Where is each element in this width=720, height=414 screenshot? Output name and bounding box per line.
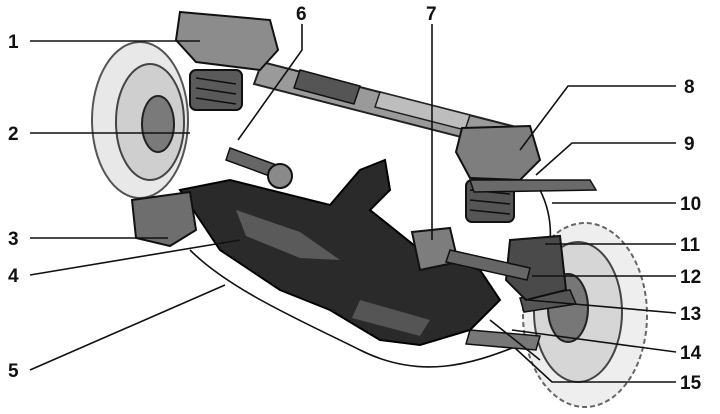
callout-8: 8 — [684, 77, 695, 98]
callout-4: 4 — [8, 266, 19, 287]
callout-6: 6 — [296, 4, 307, 25]
leader-8 — [519, 85, 676, 151]
right-drive-shaft — [445, 249, 531, 281]
callout-14: 14 — [680, 343, 702, 364]
callout-11: 11 — [680, 235, 701, 256]
callout-15: 15 — [680, 373, 702, 394]
left-wheel — [91, 41, 189, 199]
leader-5 — [29, 284, 226, 371]
left-lower-arm-mount — [130, 190, 198, 248]
leader-4 — [29, 239, 241, 276]
callout-labels: 1 2 3 4 5 6 7 8 9 10 11 12 13 14 15 — [8, 4, 702, 394]
left-strut-mount — [174, 10, 280, 111]
suspension-illustration — [91, 10, 648, 408]
leader-lines — [29, 24, 677, 383]
callout-1: 1 — [8, 32, 19, 53]
callout-3: 3 — [8, 229, 19, 250]
callout-13: 13 — [680, 304, 701, 325]
cv-joint — [267, 163, 293, 189]
tie-rod — [489, 319, 541, 361]
leader-6 — [237, 24, 303, 141]
stabilizer-bar — [189, 249, 521, 368]
callout-12: 12 — [680, 267, 701, 288]
callout-5: 5 — [8, 361, 19, 382]
callout-2: 2 — [8, 124, 19, 145]
leader-9 — [535, 142, 676, 176]
leader-15 — [514, 347, 676, 383]
leader-13 — [527, 299, 677, 314]
callout-7: 7 — [426, 4, 437, 25]
callout-9: 9 — [684, 134, 695, 155]
callout-10: 10 — [680, 194, 701, 215]
subframe — [178, 158, 502, 347]
leader-14 — [511, 329, 677, 353]
